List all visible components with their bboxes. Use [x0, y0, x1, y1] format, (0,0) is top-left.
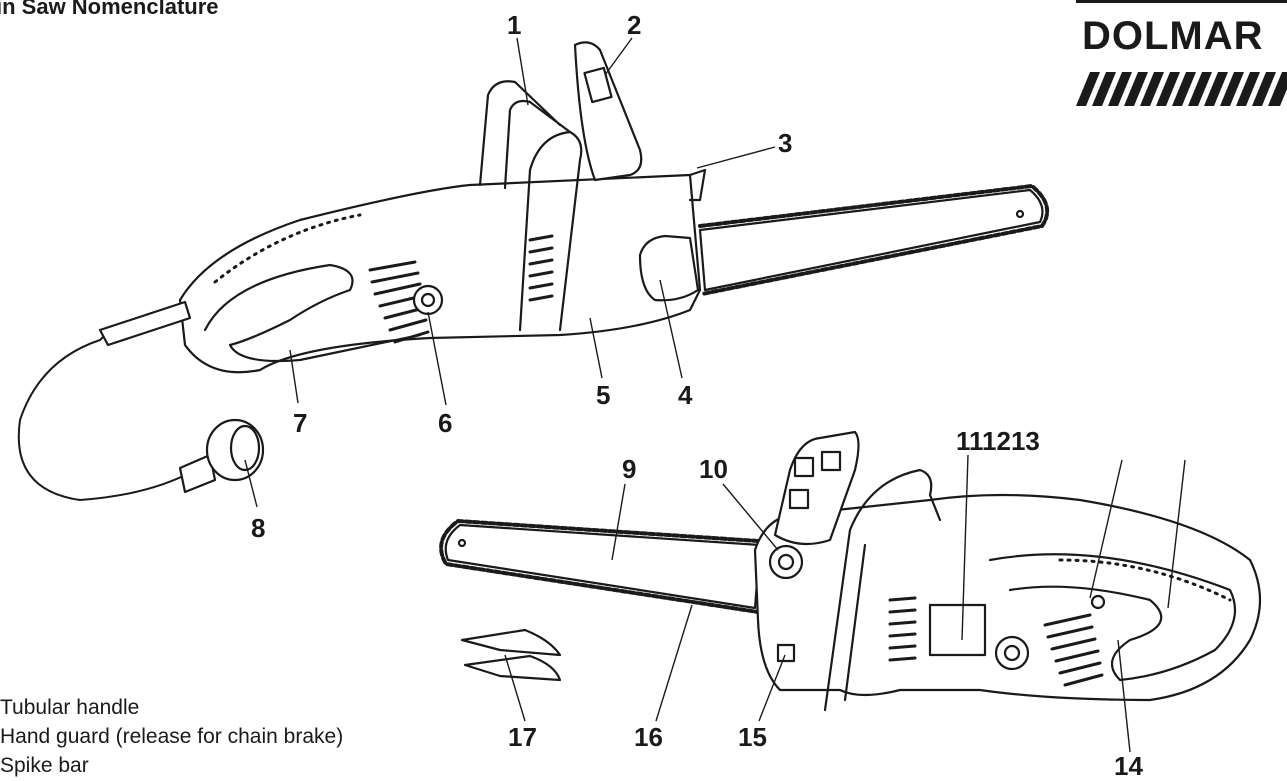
rear-handle-bottom [988, 553, 1237, 682]
tubular-handle-top [478, 80, 572, 190]
spare-links [460, 628, 562, 682]
callout-17: 17 [508, 722, 537, 752]
legend-item: Hand guard (release for chain brake) [0, 725, 344, 748]
guide-bar-bottom [444, 523, 762, 610]
guide-bar-top [698, 188, 1044, 292]
rear-handle-top [203, 263, 422, 363]
power-plug [178, 453, 217, 494]
callout-9: 9 [622, 454, 637, 484]
sprocket-cover [638, 234, 700, 302]
logo-rule [1076, 0, 1287, 3]
callout-8: 8 [251, 513, 266, 543]
callout-111213: 111213 [956, 426, 1040, 456]
callout-16: 16 [634, 722, 663, 752]
knob-6 [412, 284, 444, 316]
callout-3: 3 [778, 128, 793, 158]
hand-guard-top [573, 41, 643, 182]
callout-5: 5 [596, 380, 611, 410]
callout-7: 7 [293, 408, 308, 438]
parts-legend: Tubular handle Hand guard (release for c… [0, 693, 343, 780]
logo-stripes [1076, 72, 1287, 106]
leader-lines [244, 37, 1186, 753]
page-title: in Saw Nomenclature [0, 0, 219, 19]
chainsaw-bottom-view [439, 430, 1262, 712]
callout-10: 10 [699, 454, 728, 484]
tubular-handle-bottom [823, 468, 942, 712]
saw-chain-top [698, 184, 1050, 296]
callout-4: 4 [678, 380, 693, 410]
legend-item: Spike bar [0, 754, 89, 777]
saw-chain-bottom [439, 519, 760, 614]
brand-logo: DOLMAR [1076, 0, 1287, 118]
motor-housing-top [178, 173, 702, 374]
callout-14: 14 [1114, 751, 1143, 781]
chainsaw-top-view [17, 41, 1050, 501]
callout-6: 6 [438, 408, 453, 438]
callout-15: 15 [738, 722, 767, 752]
brand-wordmark: DOLMAR [1082, 14, 1264, 58]
callout-1: 1 [507, 10, 522, 40]
motor-housing-bottom [753, 493, 1262, 702]
legend-item: Tubular handle [0, 696, 140, 719]
oil-cap [768, 544, 804, 580]
callout-2: 2 [627, 10, 642, 40]
